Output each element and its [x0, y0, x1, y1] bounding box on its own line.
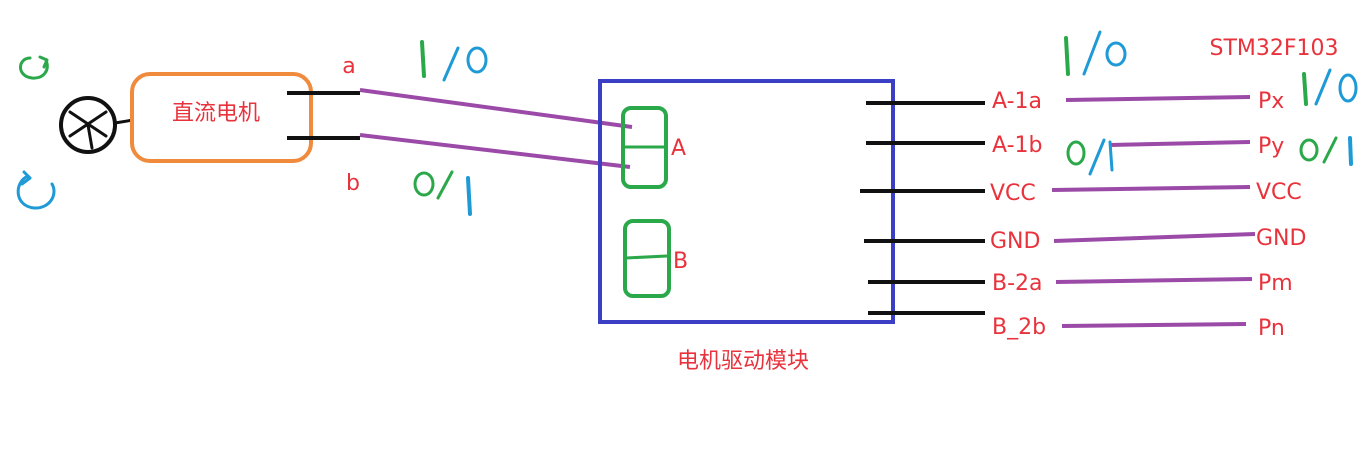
mcu-pin-pm: Pm [1258, 271, 1293, 296]
motor-label: 直流电机 [172, 101, 260, 126]
mcu-pin-gnd: GND [1256, 226, 1306, 251]
wire-vcc-vcc [1051, 185, 1251, 192]
logic-note-py [1299, 136, 1353, 166]
wire-b2a-pm [1055, 277, 1253, 284]
wire-b-to-module [359, 133, 631, 169]
module-title: 电机驱动模块 [677, 349, 809, 374]
logic-note-a1b [1066, 138, 1114, 176]
terminal-b-label: b [346, 171, 360, 196]
port-a-label: A [671, 136, 686, 161]
logic-note-a [420, 40, 488, 82]
module-pin-b2a: B-2a [992, 271, 1043, 296]
module-pin-b2b: B_2b [992, 315, 1046, 340]
module-pin-a1a: A-1a [992, 89, 1042, 114]
wire-a-to-module [359, 88, 633, 129]
motor-box [130, 72, 313, 163]
wire-b2b-pn [1061, 322, 1247, 328]
logic-note-b [413, 170, 472, 216]
mcu-pin-py: Py [1258, 134, 1284, 159]
logic-note-px [1302, 68, 1358, 106]
mcu-pin-pn: Pn [1258, 316, 1285, 341]
mcu-title: STM32F103 [1209, 36, 1338, 61]
module-port-a [621, 106, 668, 189]
mcu-pin-vcc: VCC [1256, 180, 1302, 205]
wire-a1a-px [1065, 95, 1251, 102]
logic-note-mcu-top [1064, 30, 1127, 76]
wire-a1b-py [1109, 140, 1251, 147]
wire-gnd-gnd [1053, 232, 1256, 243]
module-pin-a1b: A-1b [992, 133, 1042, 158]
module-port-b [623, 219, 671, 298]
fan-icon [59, 96, 134, 154]
mcu-pin-px: Px [1258, 89, 1284, 114]
port-b-label: B [673, 249, 688, 274]
rotate-ccw-icon [16, 170, 56, 210]
module-pin-vcc: VCC [990, 181, 1036, 206]
module-pin-gnd: GND [990, 229, 1040, 254]
terminal-a-label: a [342, 54, 355, 79]
driver-module-box [598, 79, 895, 324]
rotate-cw-icon [19, 55, 49, 80]
